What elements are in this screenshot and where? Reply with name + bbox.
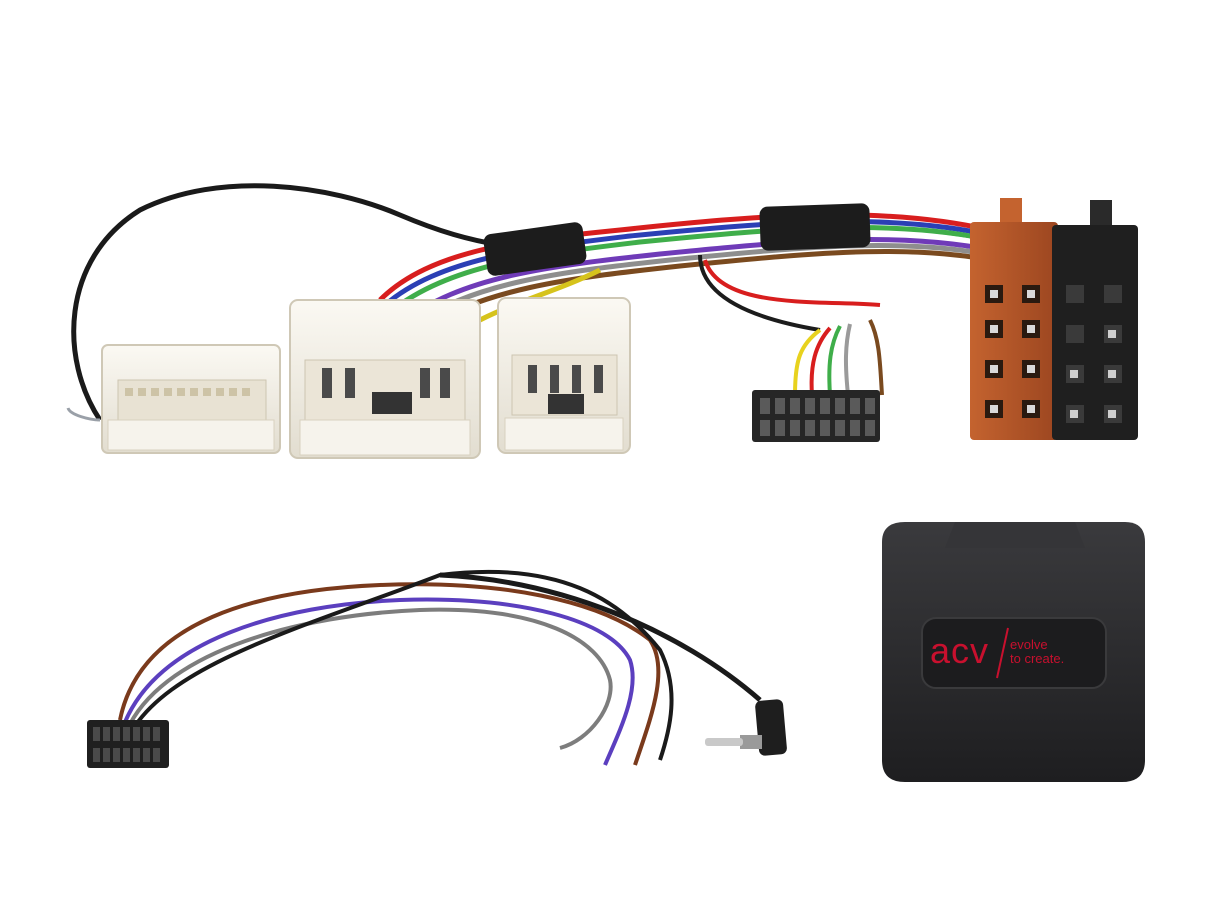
brand-logo: acv	[930, 626, 1000, 676]
iso-connector-icon	[1052, 200, 1138, 440]
stub-wires	[698, 254, 884, 396]
steering-wheel-loom	[118, 569, 762, 766]
black-wire	[71, 183, 501, 422]
white-connector-small	[101, 344, 281, 454]
wire-bundle	[378, 212, 1021, 339]
white-connector-medium	[497, 297, 631, 454]
vehicle-harness	[66, 183, 1138, 459]
wire-end	[66, 407, 101, 422]
iso-connector-icon	[970, 198, 1058, 440]
sixteen-pin-connector	[752, 390, 880, 442]
logo-text: acv	[930, 630, 990, 671]
wire-sleeve	[483, 222, 587, 276]
wire-sleeve	[759, 203, 871, 251]
tagline-line-1: evolve	[1010, 637, 1048, 652]
white-connector-large	[289, 299, 481, 459]
sixteen-pin-connector	[87, 720, 169, 768]
jack-plug-icon	[705, 699, 787, 756]
brand-tagline: evolve to create.	[1010, 638, 1105, 665]
interface-box-icon	[882, 522, 1145, 782]
tagline-line-2: to create.	[1010, 650, 1065, 666]
